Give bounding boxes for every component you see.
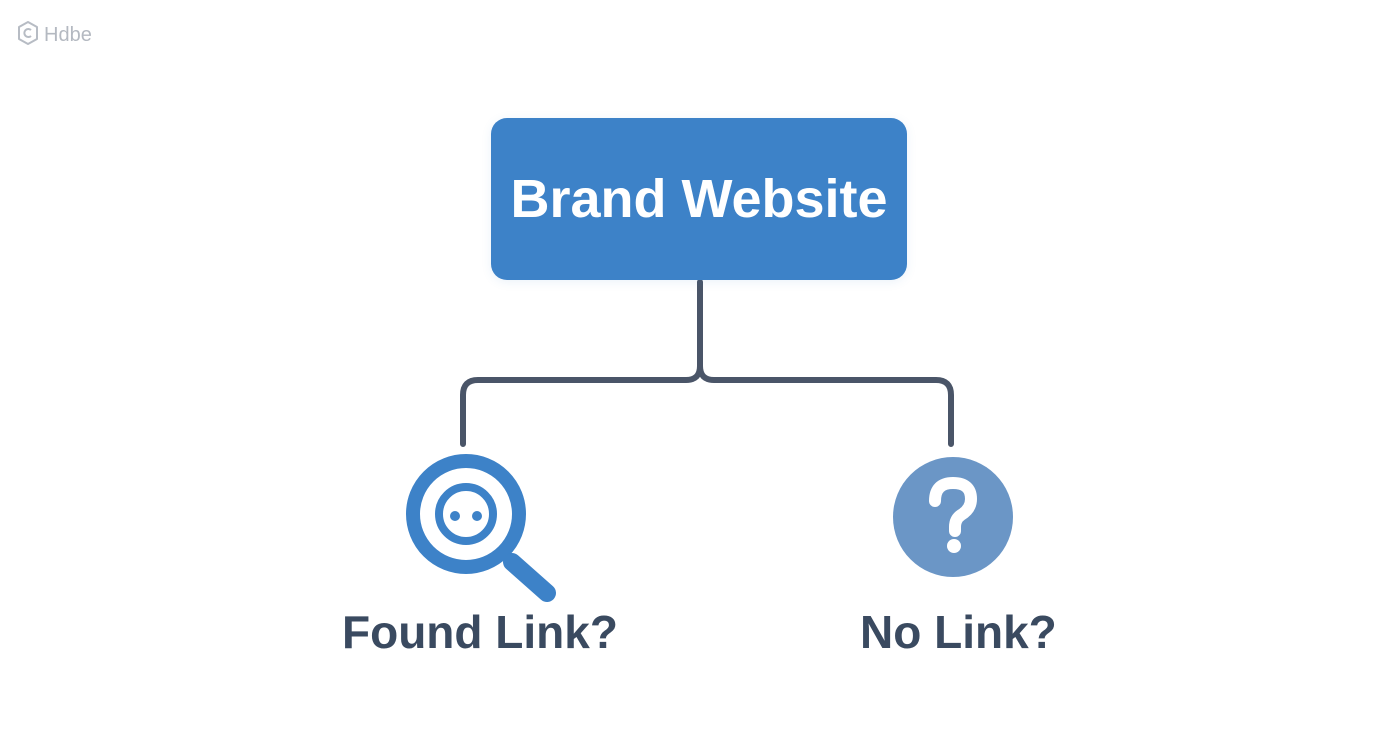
connector-trunk xyxy=(460,279,703,447)
brand-website-label: Brand Website xyxy=(510,169,888,229)
no-link-label: No Link? xyxy=(860,606,1057,658)
watermark-logo: Hdbe xyxy=(16,20,92,51)
connector-right-branch xyxy=(697,363,954,447)
hexagon-logo-icon xyxy=(16,20,40,51)
brand-website-node: Brand Website xyxy=(491,118,907,280)
magnifier-icon xyxy=(400,450,564,610)
found-link-label: Found Link? xyxy=(342,606,618,658)
watermark-text: Hdbe xyxy=(44,24,92,46)
question-mark-icon xyxy=(891,455,1015,579)
